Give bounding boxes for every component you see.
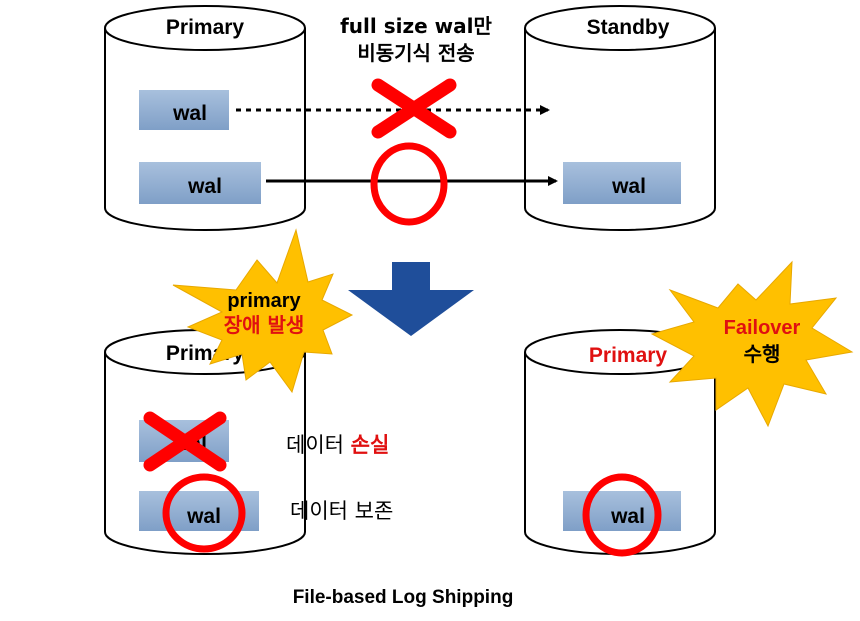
burst-right-line1: Failover (724, 317, 801, 339)
burst-right-line2: 수행 (744, 342, 781, 366)
burst-left-line2: 장애 발생 (224, 313, 305, 337)
top-wal-standby-label: wal (611, 175, 646, 198)
diagram-caption: File-based Log Shipping (293, 587, 514, 608)
data-kept-text: 데이터 보존 (290, 499, 393, 523)
failure-burst-icon: primary 장애 발생 (172, 228, 354, 394)
top-primary-label: Primary (166, 16, 245, 39)
top-wal-standby: wal (563, 162, 681, 204)
bottom-right-wal-label: wal (610, 505, 645, 528)
data-lost-text: 데이터 손실 (286, 433, 389, 457)
bottom-left-red-circle-icon (162, 473, 246, 553)
top-wal-lower: wal (139, 162, 261, 204)
top-red-x-icon (371, 78, 457, 139)
top-wal-upper: wal (139, 90, 229, 130)
burst-left-line1: primary (227, 290, 301, 312)
bottom-right-wal: wal (563, 491, 681, 531)
down-arrow-icon (348, 262, 474, 336)
bottom-right-red-circle-icon (582, 473, 662, 557)
top-wal-lower-label: wal (187, 175, 222, 198)
transfer-text-line2: 비동기식 전송 (357, 41, 474, 65)
bottom-left-wal-kept-label: wal (186, 505, 221, 528)
bottom-right-label: Primary (589, 344, 668, 367)
bottom-red-x-icon (143, 411, 227, 472)
failover-burst-icon: Failover 수행 (650, 260, 854, 428)
top-standby-label: Standby (587, 16, 670, 39)
top-wal-upper-label: wal (172, 102, 207, 125)
transfer-text-line1: full size wal만 (340, 14, 492, 38)
top-red-circle-icon (370, 142, 448, 226)
